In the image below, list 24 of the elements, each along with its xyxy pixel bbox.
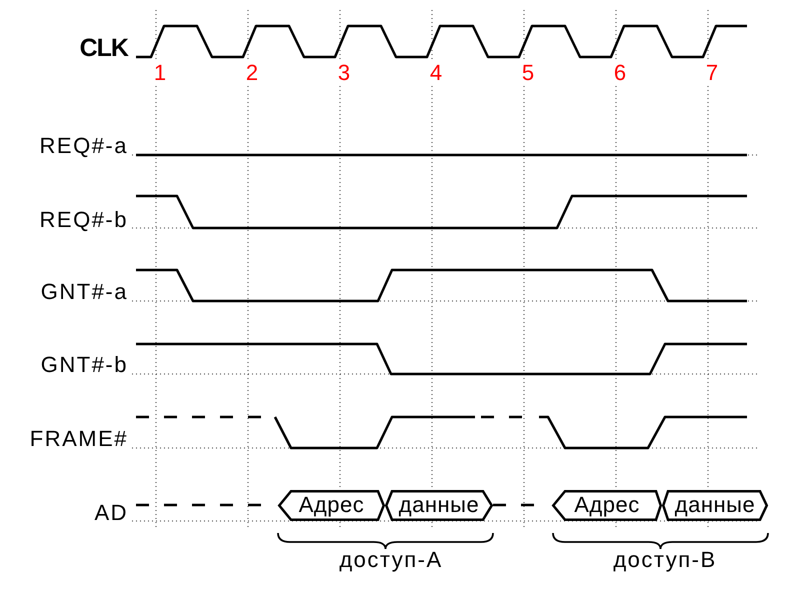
cycle-number: 4 xyxy=(428,61,444,86)
cycle-number: 5 xyxy=(520,61,536,86)
brace-label: доступ-В xyxy=(613,548,717,572)
signal-name: REQ#-b xyxy=(40,208,128,232)
bus-state-text: Адрес xyxy=(574,493,640,518)
cycle-number: 3 xyxy=(336,61,352,86)
cycle-number: 7 xyxy=(704,61,720,86)
clock-label: CLK xyxy=(80,34,128,62)
cycle-number: 2 xyxy=(244,61,260,86)
cycle-number: 1 xyxy=(152,61,168,86)
bus-state-hexagon xyxy=(552,490,662,521)
signal-name: REQ#-a xyxy=(40,134,128,158)
bus-state-hexagon xyxy=(662,490,768,521)
bus-state-hexagon xyxy=(385,490,493,521)
signal-name: FRAME# xyxy=(30,427,128,452)
brace-label: доступ-А xyxy=(339,548,443,572)
signal-name: GNT#-b xyxy=(40,353,128,378)
cycle-number: 6 xyxy=(612,61,628,86)
signal-name: GNT#-a xyxy=(40,280,128,304)
bus-state-text: данные xyxy=(674,493,756,518)
bus-state-text: данные xyxy=(398,493,480,518)
signal-name: AD xyxy=(94,501,128,526)
bus-state-text: Адрес xyxy=(298,493,364,518)
bus-state-hexagon xyxy=(278,490,385,521)
